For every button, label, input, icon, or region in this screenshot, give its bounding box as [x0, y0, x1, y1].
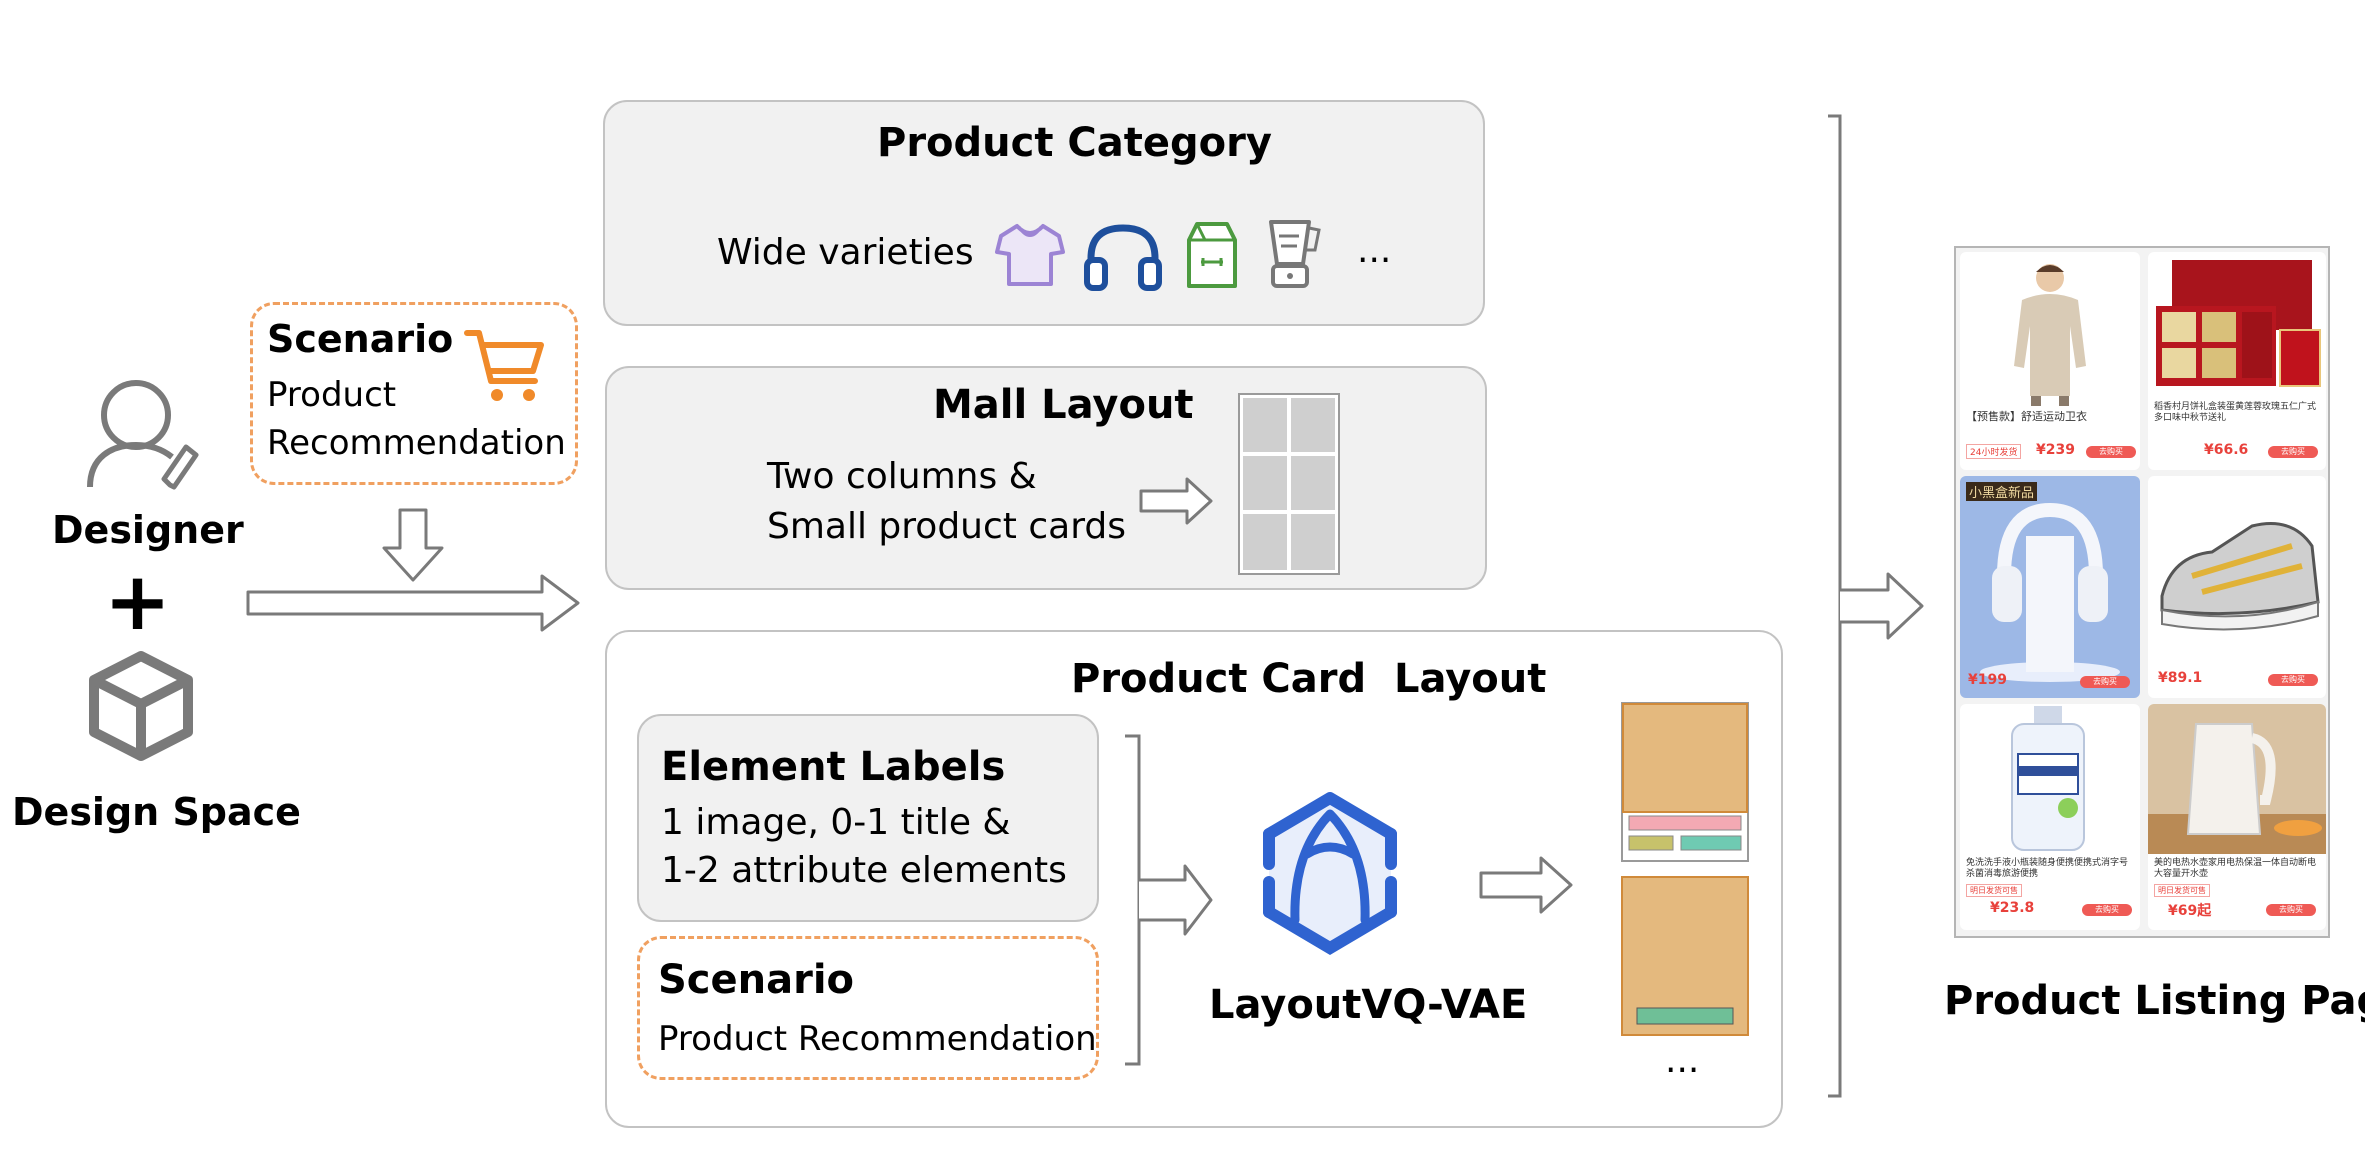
layoutvq-vae-logo-icon [1263, 792, 1397, 955]
down-arrow [382, 508, 444, 582]
mall-layout-line2: Small product cards [767, 506, 1126, 547]
mooncake-product-image [2156, 260, 2321, 387]
merge-arrow [1125, 734, 1213, 1066]
scenario-title: Scenario [267, 317, 454, 361]
product-category-text: Wide varieties [717, 232, 974, 273]
product-card-layout-title: Product Card Layout [1071, 656, 1547, 702]
listing-card-2-buy-button[interactable]: 去购买 [2268, 446, 2318, 458]
output-right-arrow [1479, 856, 1573, 914]
element-labels-title: Element Labels [661, 744, 1006, 790]
listing-card-1[interactable]: 【预售款】舒适运动卫衣 24小时发货 ¥239 去购买 [1960, 252, 2140, 470]
element-labels-line2: 1-2 attribute elements [661, 850, 1067, 891]
listing-card-1-tag: 24小时发货 [1966, 444, 2022, 459]
listing-card-2-price: ¥66.6 [2204, 442, 2249, 458]
designer-icon [87, 380, 199, 490]
card-scenario-text: Product Recommendation [658, 1019, 1097, 1059]
product-listing-page: 【预售款】舒适运动卫衣 24小时发货 ¥239 去购买 稻香村月饼礼盒装蛋黄莲蓉… [1954, 246, 2330, 938]
mall-layout-panel: Mall Layout Two columns & Small product … [605, 366, 1487, 590]
mall-layout-line1: Two columns & [767, 456, 1037, 497]
headphones-product-image [1970, 496, 2130, 686]
sanitizer-product-image [2011, 706, 2085, 851]
listing-card-5-price: ¥23.8 [1990, 900, 2035, 916]
generated-card-layout-1 [1621, 702, 1749, 862]
product-category-ellipsis: ... [1357, 230, 1392, 271]
listing-card-3[interactable]: 小黑盒新品 ¥199 去购买 [1960, 476, 2140, 698]
two-column-grid-icon [1238, 393, 1340, 575]
layoutvq-vae-label: LayoutVQ-VAE [1209, 982, 1528, 1028]
hoodie-product-image [2014, 264, 2086, 406]
sneaker-product-image [2160, 522, 2320, 631]
element-labels-box: Element Labels 1 image, 0-1 title & 1-2 … [637, 714, 1099, 922]
listing-card-3-buy-button[interactable]: 去购买 [2080, 676, 2130, 688]
product-category-title: Product Category [877, 120, 1272, 166]
card-scenario-box: Scenario Product Recommendation [637, 936, 1099, 1080]
listing-card-6-tag: 明日发货可售 [2154, 884, 2210, 897]
tshirt-icon [995, 224, 1065, 286]
scenario-box: Scenario Product Recommendation [250, 302, 578, 485]
listing-card-2-title: 稻香村月饼礼盒装蛋黄莲蓉玫瑰五仁广式多口味中秋节送礼 [2154, 402, 2317, 423]
mall-right-arrow [1139, 477, 1213, 525]
milk-carton-icon [1187, 222, 1237, 288]
listing-card-4-price: ¥89.1 [2158, 670, 2203, 686]
listing-card-3-price: ¥199 [1968, 672, 2007, 688]
listing-card-5-tag: 明日发货可售 [1966, 884, 2022, 897]
blender-icon [1269, 220, 1321, 288]
listing-card-2[interactable]: 稻香村月饼礼盒装蛋黄莲蓉玫瑰五仁广式多口味中秋节送礼 ¥66.6 去购买 [2148, 252, 2326, 470]
product-category-panel: Product Category Wide varieties ... [603, 100, 1485, 326]
cube-icon [89, 651, 193, 761]
generated-layouts-ellipsis: ... [1665, 1040, 1700, 1081]
design-space-label: Design Space [12, 790, 301, 834]
plus-sign: + [104, 555, 172, 648]
listing-card-5-title: 免洗洗手液小瓶装随身便携便携式消字号杀菌消毒旅游便携 [1966, 858, 2129, 879]
headphones-icon [1084, 224, 1162, 291]
generated-card-layout-2 [1621, 876, 1749, 1036]
listing-card-4[interactable]: ¥89.1 去购买 [2148, 476, 2326, 698]
shopping-cart-icon [464, 330, 544, 401]
designer-label: Designer [52, 508, 244, 552]
product-listing-page-label: Product Listing Page [1944, 978, 2365, 1024]
listing-card-5-buy-button[interactable]: 去购买 [2082, 904, 2132, 916]
element-labels-line1: 1 image, 0-1 title & [661, 802, 1011, 843]
main-right-arrow [246, 574, 580, 632]
kettle-product-image [2148, 704, 2326, 854]
listing-card-1-title: 【预售款】舒适运动卫衣 [1966, 410, 2087, 423]
listing-card-4-buy-button[interactable]: 去购买 [2268, 674, 2318, 686]
listing-card-6-title: 美的电热水壶家用电热保温一体自动断电大容量开水壶 [2154, 858, 2317, 879]
listing-card-1-buy-button[interactable]: 去购买 [2086, 446, 2136, 458]
listing-card-6-buy-button[interactable]: 去购买 [2266, 904, 2316, 916]
scenario-line1: Product [267, 375, 397, 415]
listing-card-5[interactable]: 免洗洗手液小瓶装随身便携便携式消字号杀菌消毒旅游便携 明日发货可售 ¥23.8 … [1960, 704, 2140, 930]
listing-card-3-tag: 小黑盒新品 [1966, 482, 2038, 501]
product-card-layout-panel: Product Card Layout Element Labels 1 ima… [605, 630, 1783, 1128]
listing-card-6-price: ¥69起 [2168, 903, 2212, 919]
listing-card-1-price: ¥239 [2036, 442, 2075, 458]
listing-card-6[interactable]: 美的电热水壶家用电热保温一体自动断电大容量开水壶 明日发货可售 ¥69起 去购买 [2148, 704, 2326, 930]
scenario-line2: Recommendation [267, 423, 566, 463]
mall-layout-title: Mall Layout [933, 382, 1194, 428]
card-scenario-title: Scenario [658, 957, 855, 1003]
output-bracket-arrow [1828, 114, 1924, 1098]
